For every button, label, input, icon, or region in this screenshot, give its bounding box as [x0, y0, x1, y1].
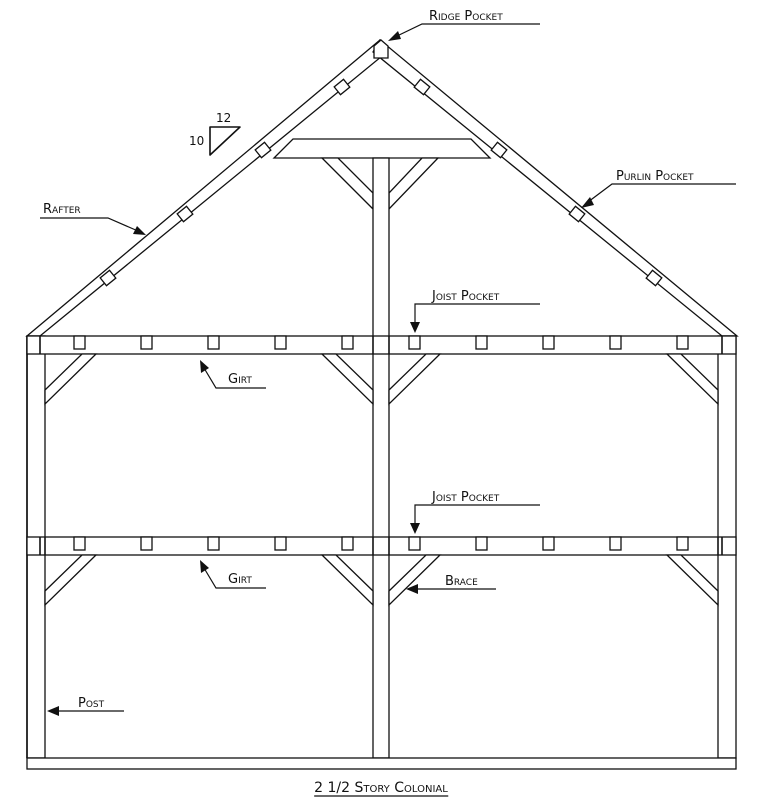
label-girt-lower: Girt — [228, 572, 252, 587]
label-girt-upper: Girt — [228, 372, 252, 387]
sill-beam — [26, 757, 737, 770]
label-post: Post — [78, 696, 105, 711]
callout-purlin-pocket: Purlin Pocket — [581, 169, 736, 208]
joist-pockets-upper — [73, 335, 689, 350]
rafter-left — [25, 39, 388, 337]
callout-rafter: Rafter — [40, 202, 146, 235]
label-rafter: Rafter — [43, 202, 81, 217]
label-purlin-pocket: Purlin Pocket — [616, 169, 694, 184]
label-joist-pocket-upper: Joist Pocket — [431, 289, 500, 304]
label-joist-pocket-lower: Joist Pocket — [431, 490, 500, 505]
braces-upper — [44, 353, 719, 406]
title-text: 2 1/2 Story Colonial — [314, 780, 448, 796]
ridge-pocket — [373, 39, 389, 59]
callout-girt-lower: Girt — [200, 560, 266, 589]
callout-joist-pocket-lower: Joist Pocket — [410, 490, 540, 534]
girt-upper — [26, 335, 737, 355]
callout-girt-upper: Girt — [200, 360, 266, 389]
drawing-title: 2 1/2 Story Colonial — [314, 780, 449, 797]
pitch-rise: 10 — [189, 134, 204, 148]
center-post — [372, 157, 390, 759]
callout-brace: Brace — [406, 574, 496, 594]
pitch-symbol: 12 10 — [189, 111, 241, 156]
label-ridge-pocket: Ridge Pocket — [429, 9, 503, 24]
collar-tie — [272, 138, 492, 159]
girt-lower — [26, 536, 737, 556]
callout-ridge-pocket: Ridge Pocket — [388, 9, 540, 41]
pitch-run: 12 — [216, 111, 231, 125]
callout-joist-pocket-upper: Joist Pocket — [410, 289, 540, 333]
joist-pockets-lower — [73, 536, 689, 551]
braces-lower — [44, 554, 719, 607]
label-brace: Brace — [445, 574, 478, 589]
purlin-pockets — [99, 78, 663, 287]
callout-post: Post — [47, 696, 124, 716]
